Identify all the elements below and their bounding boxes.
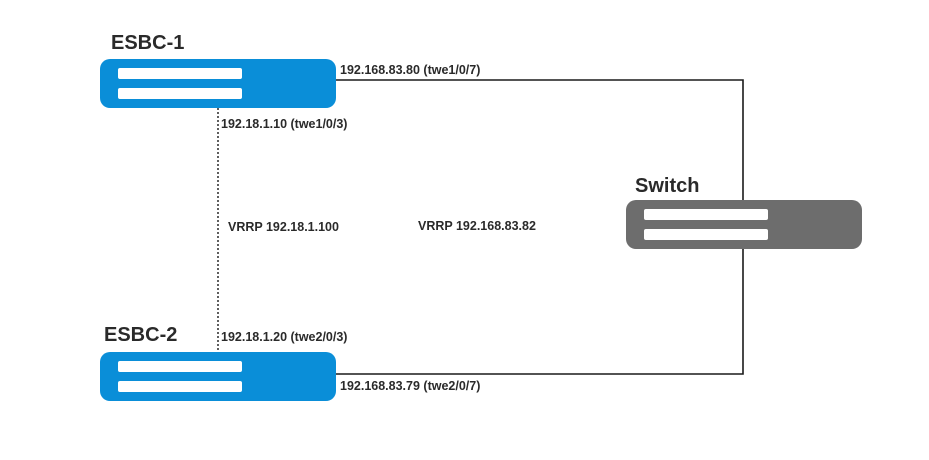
esbc2-port-bar-1 xyxy=(118,361,242,372)
link-esbc2-switch xyxy=(336,249,744,375)
link-esbc1-switch xyxy=(336,79,744,200)
esbc1-port-bar-2 xyxy=(118,88,242,99)
vrrp-lan-ip-label: VRRP 192.18.1.100 xyxy=(228,220,339,234)
esbc2-lan-ip-label: 192.18.1.20 (twe2/0/3) xyxy=(221,330,348,344)
esbc1-lan-ip-label: 192.18.1.10 (twe1/0/3) xyxy=(221,117,348,131)
esbc1-device[interactable] xyxy=(100,59,336,108)
esbc1-title: ESBC-1 xyxy=(111,32,185,54)
esbc2-title: ESBC-2 xyxy=(104,324,178,346)
switch-device[interactable] xyxy=(626,200,862,249)
esbc1-wan-ip-label: 192.168.83.80 (twe1/0/7) xyxy=(340,63,481,77)
esbc2-wan-ip-label: 192.168.83.79 (twe2/0/7) xyxy=(340,379,481,393)
switch-port-bar-2 xyxy=(644,229,768,240)
vrrp-wan-ip-label: VRRP 192.168.83.82 xyxy=(418,219,536,233)
esbc1-port-bar-1 xyxy=(118,68,242,79)
esbc2-port-bar-2 xyxy=(118,381,242,392)
switch-title: Switch xyxy=(635,175,700,197)
esbc2-device[interactable] xyxy=(100,352,336,401)
switch-port-bar-1 xyxy=(644,209,768,220)
